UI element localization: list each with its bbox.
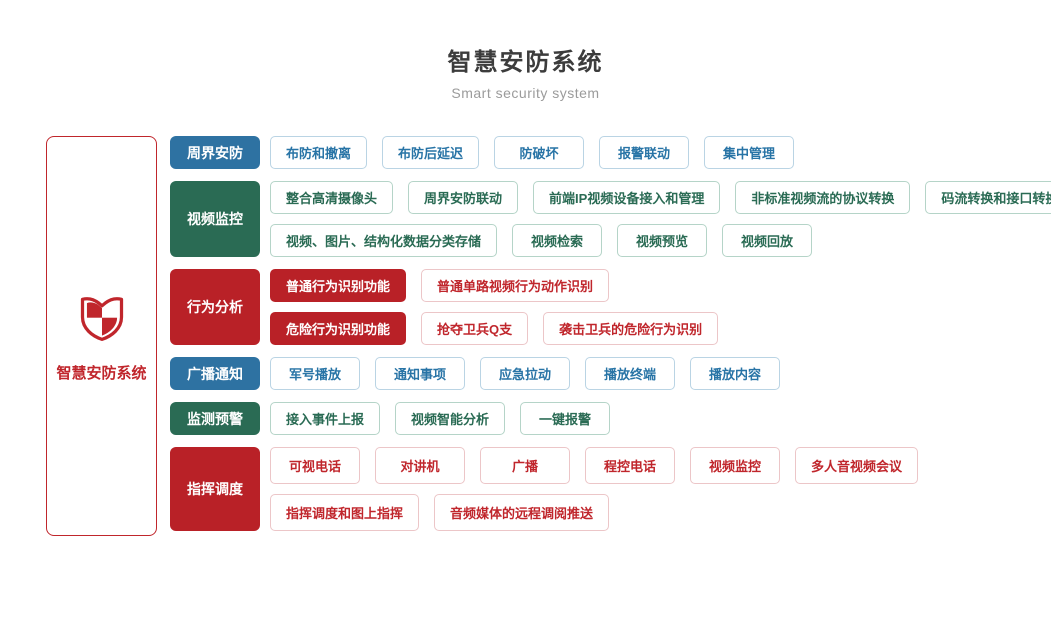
feature-item: 播放内容 (690, 357, 780, 390)
feature-item: 一键报警 (520, 402, 611, 435)
feature-item: 周界安防联动 (408, 181, 519, 214)
feature-item: 视频预览 (617, 224, 708, 257)
feature-item: 抢夺卫兵Q支 (421, 312, 529, 345)
system-root-label: 智慧安防系统 (56, 365, 147, 382)
feature-item: 视频监控 (690, 447, 780, 484)
group-monitoring-warning: 监测预警 接入事件上报 视频智能分析 一键报警 (170, 402, 1051, 435)
group-label: 行为分析 (170, 269, 260, 345)
feature-item: 布防和撤离 (270, 136, 368, 169)
feature-item: 程控电话 (585, 447, 675, 484)
feature-item: 非标准视频流的协议转换 (735, 181, 911, 214)
group-command-dispatch: 指挥调度 可视电话 对讲机 广播 程控电话 视频监控 多人音视频会议 指挥调度和… (170, 447, 1051, 531)
group-label: 监测预警 (170, 402, 260, 435)
page-subtitle: Smart security system (451, 85, 600, 101)
shield-icon (76, 289, 128, 346)
feature-item: 普通单路视频行为动作识别 (421, 269, 610, 302)
feature-item: 播放终端 (585, 357, 675, 390)
group-label: 指挥调度 (170, 447, 260, 531)
feature-item: 指挥调度和图上指挥 (270, 494, 420, 531)
feature-item: 危险行为识别功能 (270, 312, 407, 345)
feature-item: 视频智能分析 (395, 402, 506, 435)
group-label: 周界安防 (170, 136, 260, 169)
feature-item: 袭击卫兵的危险行为识别 (543, 312, 719, 345)
group-label: 视频监控 (170, 181, 260, 257)
feature-item: 普通行为识别功能 (270, 269, 407, 302)
feature-item: 接入事件上报 (270, 402, 381, 435)
page-title: 智慧安防系统 (447, 49, 604, 76)
page-header: 智慧安防系统 Smart security system (0, 0, 1051, 101)
feature-groups: 周界安防 布防和撤离 布防后延迟 防破坏 报警联动 集中管理 视频监控 整合 (170, 136, 1051, 531)
group-label: 广播通知 (170, 357, 260, 390)
group-broadcast-notification: 广播通知 军号播放 通知事项 应急拉动 播放终端 播放内容 (170, 357, 1051, 390)
feature-item: 报警联动 (599, 136, 690, 169)
feature-item: 可视电话 (270, 447, 360, 484)
feature-item: 广播 (480, 447, 570, 484)
group-video-surveillance: 视频监控 整合高清摄像头 周界安防联动 前端IP视频设备接入和管理 非标准视频流… (170, 181, 1051, 257)
feature-item: 应急拉动 (480, 357, 570, 390)
feature-item: 视频、图片、结构化数据分类存储 (270, 224, 498, 257)
system-root-node: 智慧安防系统 (46, 136, 157, 536)
group-perimeter-security: 周界安防 布防和撤离 布防后延迟 防破坏 报警联动 集中管理 (170, 136, 1051, 169)
diagram-body: 智慧安防系统 周界安防 布防和撤离 布防后延迟 防破坏 报警联动 集中管理 (46, 136, 1051, 536)
feature-item: 前端IP视频设备接入和管理 (533, 181, 721, 214)
feature-item: 对讲机 (375, 447, 465, 484)
feature-item: 通知事项 (375, 357, 465, 390)
feature-item: 视频回放 (722, 224, 813, 257)
feature-item: 集中管理 (704, 136, 795, 169)
feature-item: 防破坏 (494, 136, 585, 169)
feature-item: 音频媒体的远程调阅推送 (434, 494, 610, 531)
feature-item: 布防后延迟 (382, 136, 480, 169)
group-behavior-analysis: 行为分析 普通行为识别功能 普通单路视频行为动作识别 危险行为识别功能 抢夺卫兵… (170, 269, 1051, 345)
feature-item: 整合高清摄像头 (270, 181, 394, 214)
feature-item: 多人音视频会议 (795, 447, 919, 484)
feature-item: 视频检索 (512, 224, 603, 257)
feature-item: 码流转换和接口转换 (925, 181, 1051, 214)
feature-item: 军号播放 (270, 357, 360, 390)
